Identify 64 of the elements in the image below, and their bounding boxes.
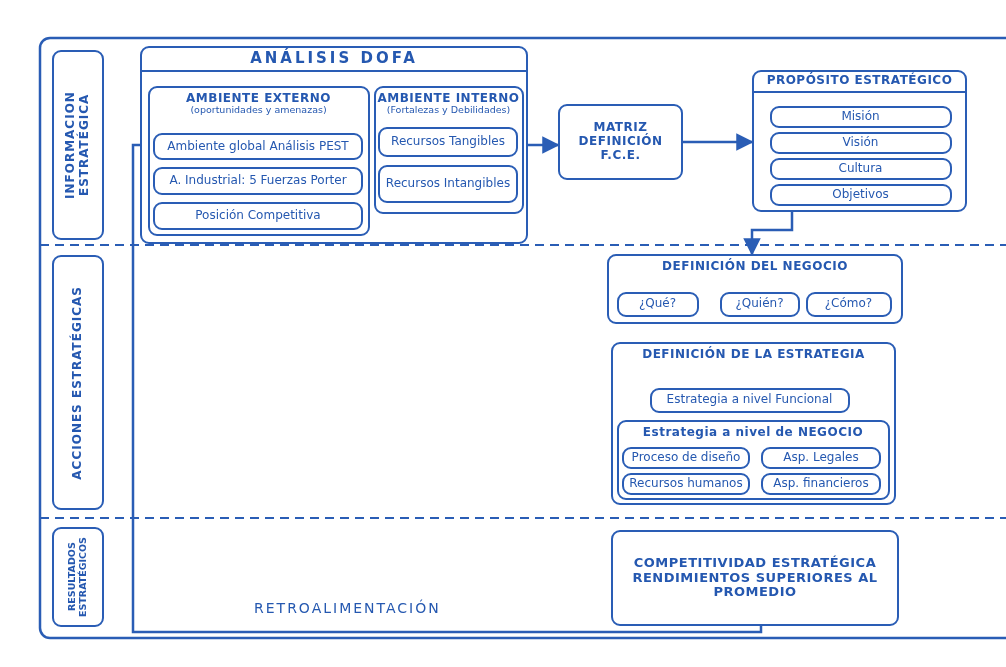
process-box bbox=[153, 202, 363, 230]
box-label: Recursos humanos bbox=[629, 477, 743, 491]
box-label: Ambiente global Análisis PEST bbox=[167, 139, 349, 154]
heading: PROPÓSITO ESTRATÉGICO bbox=[754, 72, 965, 93]
process-box bbox=[761, 473, 881, 495]
group-box bbox=[373, 85, 524, 214]
group-box bbox=[147, 85, 370, 236]
box-label: A. Industrial: 5 Fuerzas Porter bbox=[169, 174, 347, 188]
arrow bbox=[743, 212, 794, 256]
arrow bbox=[528, 136, 560, 154]
subheading: (oportunidades y amenazas) bbox=[190, 105, 327, 117]
box-label: Recursos Intangibles bbox=[385, 177, 511, 191]
box-label: Objetivos bbox=[832, 187, 889, 202]
process-box bbox=[616, 291, 699, 317]
process-box bbox=[558, 104, 683, 180]
heading: DEFINICIÓN DEL NEGOCIO bbox=[662, 260, 848, 274]
heading: AMBIENTE EXTERNO bbox=[186, 91, 331, 106]
row-label-box bbox=[52, 50, 104, 240]
heading: DEFINICIÓN DE LA ESTRATEGIA bbox=[642, 348, 865, 362]
process-box bbox=[611, 530, 899, 626]
section-panel bbox=[140, 46, 528, 244]
process-box bbox=[378, 127, 518, 157]
box-label: Proceso de diseño bbox=[631, 451, 741, 465]
row-label-box bbox=[52, 255, 104, 510]
box-label: COMPETITIVIDAD ESTRATÉGICA RENDIMIENTOS SUPERIORES AL PROMEDIO bbox=[631, 555, 879, 601]
process-box bbox=[805, 291, 892, 317]
process-box bbox=[378, 165, 518, 203]
box-label: MATRIZ DEFINICIÓN F.C.E. bbox=[577, 121, 664, 163]
group-box bbox=[616, 419, 890, 500]
box-label: ¿Qué? bbox=[638, 297, 677, 311]
group-box bbox=[611, 342, 896, 505]
box-label: ¿Cómo? bbox=[824, 297, 873, 311]
box-label: Cultura bbox=[838, 161, 883, 176]
row-label: RESULTADOS ESTRATÉGICOS bbox=[67, 536, 89, 619]
connector-line bbox=[131, 143, 763, 634]
heading: AMBIENTE INTERNO bbox=[377, 91, 520, 106]
subheading: (Fortalezas y Debilidades) bbox=[386, 105, 511, 117]
process-box bbox=[769, 183, 952, 206]
box-label: Estrategia a nivel Funcional bbox=[666, 393, 833, 407]
process-box bbox=[769, 157, 952, 180]
heading: ANÁLISIS DOFA bbox=[142, 48, 526, 73]
row-label: ACCIONES ESTRATÉGICAS bbox=[71, 285, 85, 480]
heading: Estrategia a nivel de NEGOCIO bbox=[642, 425, 864, 440]
process-box bbox=[153, 133, 363, 160]
box-label: Recursos Tangibles bbox=[391, 135, 505, 149]
row-label: INFORMACION ESTRATÉGICA bbox=[64, 90, 92, 201]
process-box bbox=[622, 447, 750, 469]
box-label: Misión bbox=[841, 109, 880, 124]
box-label: Asp. Legales bbox=[783, 451, 859, 465]
process-box bbox=[719, 291, 800, 317]
process-box bbox=[769, 131, 952, 154]
process-box bbox=[769, 105, 952, 128]
row-label-box bbox=[52, 527, 104, 627]
group-box bbox=[607, 254, 903, 324]
box-label: Visión bbox=[842, 135, 879, 150]
box-label: Asp. financieros bbox=[773, 477, 869, 491]
arrow bbox=[683, 133, 754, 151]
box-label: Posición Competitiva bbox=[195, 209, 321, 223]
process-box bbox=[649, 387, 850, 413]
process-box bbox=[153, 167, 363, 195]
process-box bbox=[622, 473, 750, 495]
box-label: ¿Quién? bbox=[735, 297, 784, 311]
process-box bbox=[761, 447, 881, 469]
section-panel bbox=[752, 70, 967, 212]
